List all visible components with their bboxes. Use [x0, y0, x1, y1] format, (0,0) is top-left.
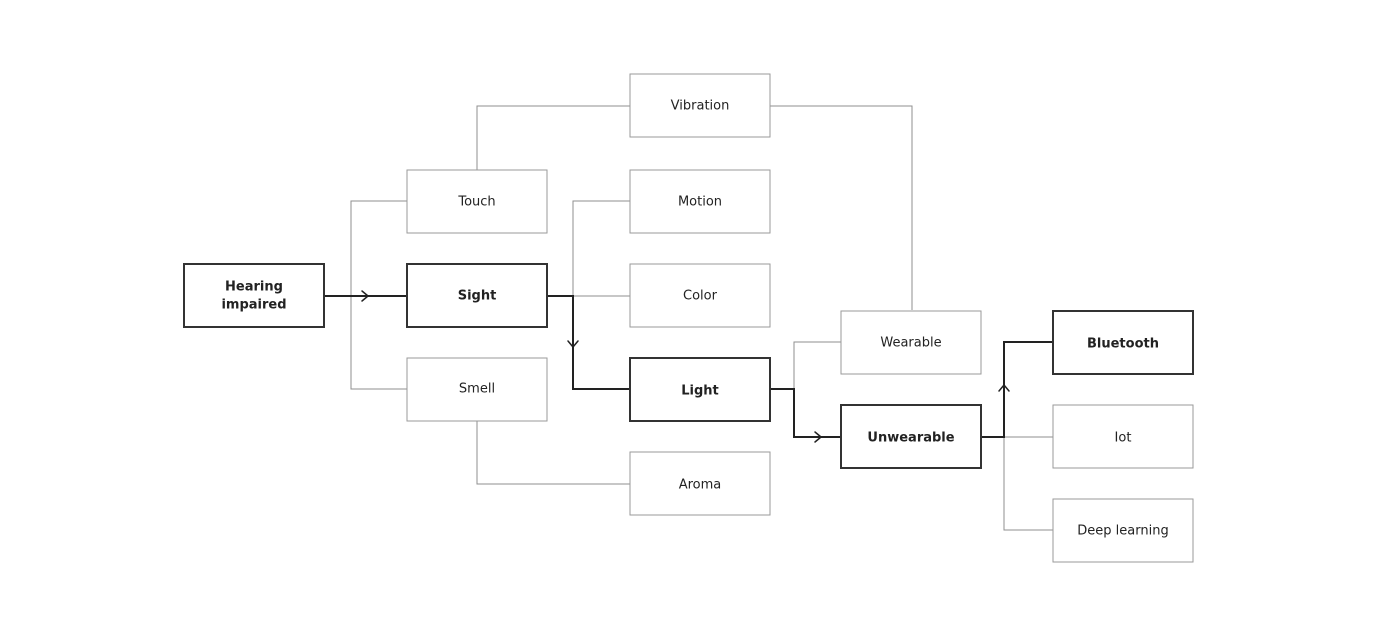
thin-connectors: [350, 105, 1053, 531]
node-sight: Sight: [406, 263, 548, 328]
node-label: Sight: [458, 289, 497, 304]
arrow-down-icon: [567, 340, 579, 348]
node-label: Bluetooth: [1087, 337, 1159, 352]
node-label: Touch: [457, 195, 495, 210]
arrow-up-icon: [998, 384, 1010, 392]
node-label: Color: [683, 289, 718, 304]
path-light-unwearable: [770, 388, 841, 438]
arrow-right-icon: [361, 290, 369, 302]
node-label: Iot: [1115, 431, 1132, 446]
path-sight-light: [547, 295, 630, 390]
connector-hearing-touch: [350, 200, 407, 296]
node-aroma: Aroma: [629, 451, 771, 516]
node-smell: Smell: [406, 357, 548, 422]
node-color: Color: [629, 263, 771, 328]
node-label-line1: Hearing: [225, 280, 283, 295]
node-label: Wearable: [880, 336, 941, 351]
node-label: Aroma: [679, 478, 722, 493]
node-label: Motion: [678, 195, 722, 210]
connector-vibration-wearable: [770, 105, 913, 310]
node-touch: Touch: [406, 169, 548, 234]
arrow-right-icon: [814, 431, 822, 443]
node-label: Deep learning: [1077, 524, 1168, 539]
connector-light-wearable: [793, 341, 841, 389]
node-wearable: Wearable: [840, 310, 982, 375]
connector-motion: [572, 200, 630, 296]
node-label: Unwearable: [867, 431, 954, 446]
highlight-path: [324, 295, 1053, 438]
node-label: Light: [681, 384, 719, 399]
node-label: Vibration: [671, 99, 730, 114]
connector-smell-aroma: [476, 421, 630, 485]
connector-hearing-smell: [350, 296, 407, 390]
path-unwearable-bluetooth: [981, 341, 1053, 438]
node-vibration: Vibration: [629, 73, 771, 138]
node-light: Light: [629, 357, 771, 422]
node-hearing-impaired: Hearing impaired: [183, 263, 325, 328]
connector-deep-learning: [1003, 437, 1053, 531]
node-unwearable: Unwearable: [840, 404, 982, 469]
node-bluetooth: Bluetooth: [1052, 310, 1194, 375]
node-iot: Iot: [1052, 404, 1194, 469]
arrowheads: [361, 290, 1010, 443]
node-label-line2: impaired: [221, 298, 286, 313]
connector-touch-vibration: [476, 105, 630, 170]
node-motion: Motion: [629, 169, 771, 234]
node-deep-learning: Deep learning: [1052, 498, 1194, 563]
node-label: Smell: [459, 382, 495, 397]
